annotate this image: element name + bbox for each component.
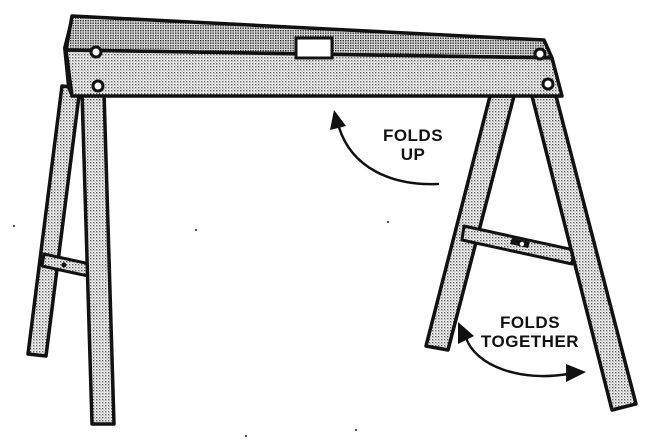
- folds-up-callout: FOLDS UP: [376, 126, 450, 164]
- folds-together-callout: FOLDS TOGETHER: [474, 313, 586, 351]
- folds-up-arrow-icon: [330, 110, 440, 186]
- bolt-icons: [89, 45, 555, 93]
- left-front-leg: [80, 90, 116, 426]
- folds-together-arrow-icon: [458, 322, 586, 382]
- beam-label-plate: [294, 36, 334, 60]
- left-rear-leg: [26, 84, 82, 358]
- folds-up-line-2: UP: [400, 145, 426, 164]
- scan-specks: [13, 221, 389, 437]
- folds-together-line-2: TOGETHER: [480, 332, 580, 351]
- folds-together-line-1: FOLDS: [499, 313, 561, 332]
- folds-up-line-1: FOLDS: [382, 126, 444, 145]
